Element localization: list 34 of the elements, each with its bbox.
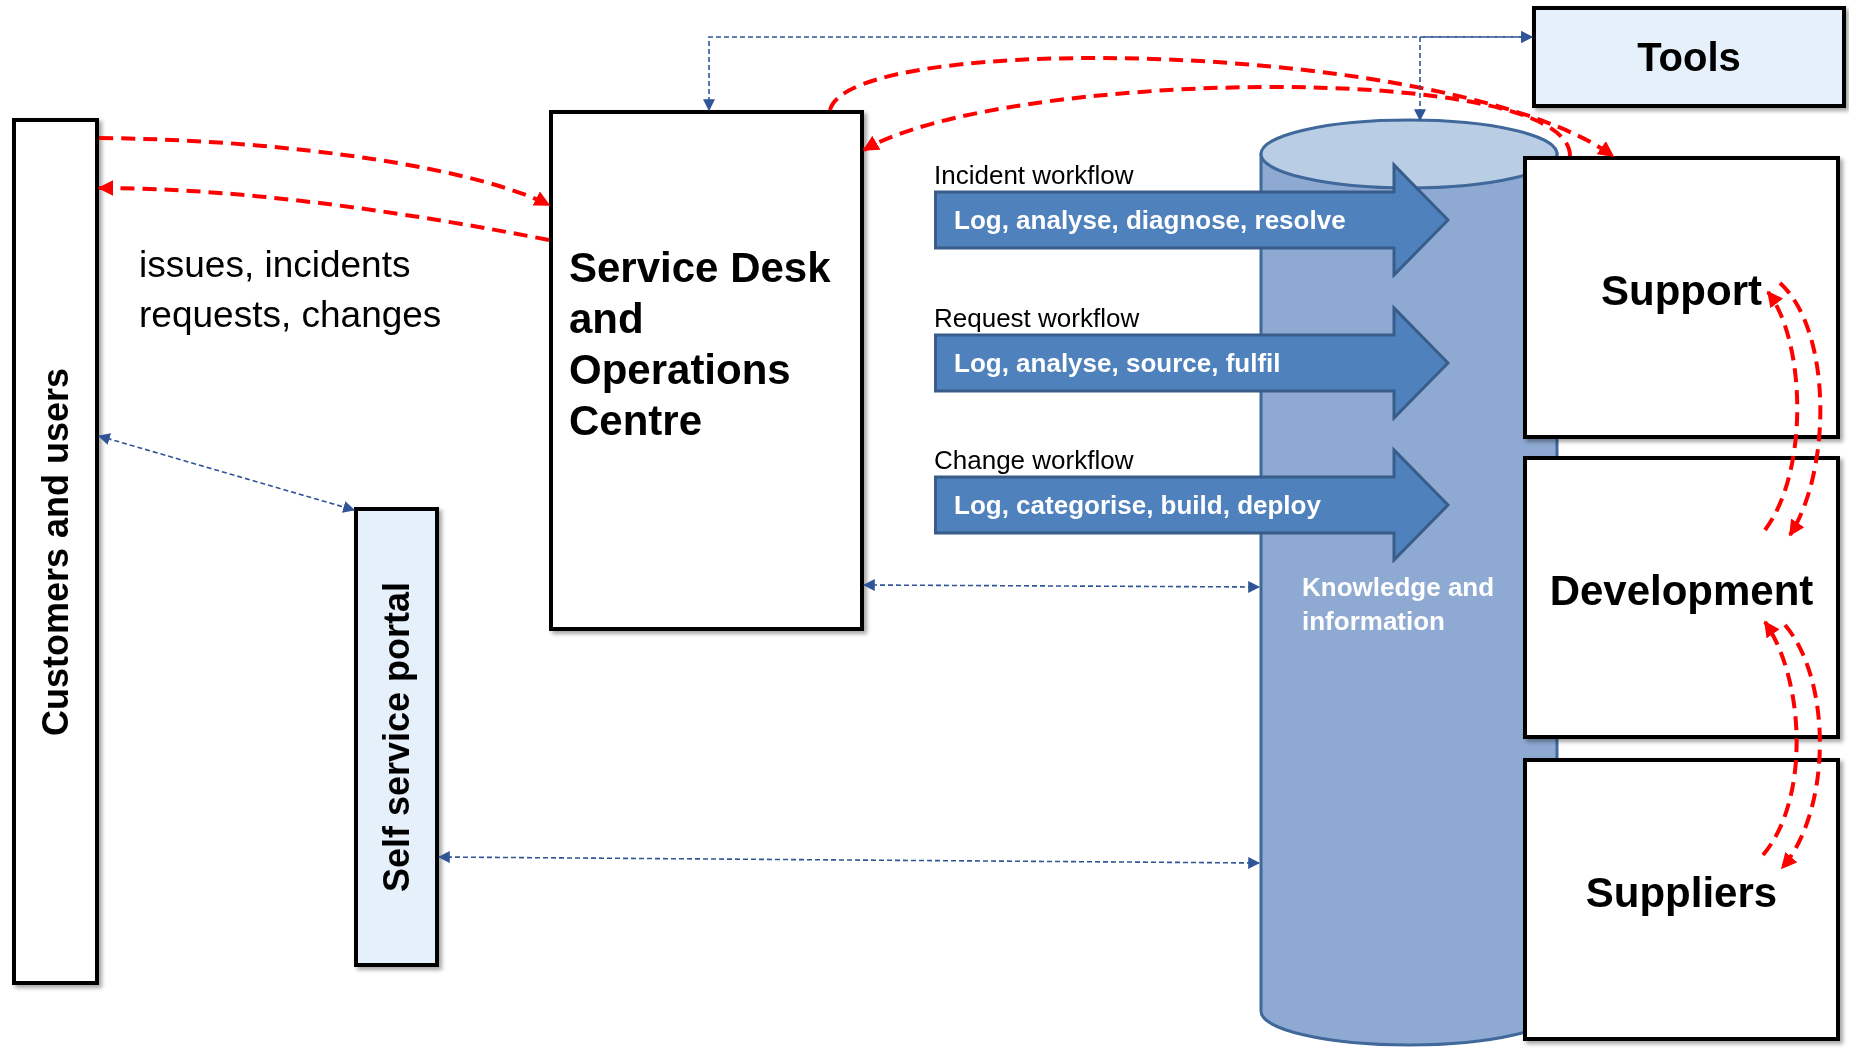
arrow bbox=[1763, 290, 1800, 532]
process-box bbox=[549, 110, 864, 631]
arrow bbox=[98, 136, 551, 207]
double-arrow bbox=[437, 851, 1261, 869]
vertical-box bbox=[354, 507, 439, 967]
arrow bbox=[862, 85, 1572, 157]
arrow bbox=[1780, 623, 1822, 870]
double-arrow bbox=[1414, 31, 1534, 122]
process-box bbox=[1523, 156, 1840, 439]
step-text: Log, analyse, source, fulfil bbox=[954, 347, 1281, 380]
vertical-box bbox=[12, 118, 99, 985]
process-box bbox=[1532, 6, 1846, 108]
process-box bbox=[1523, 456, 1840, 739]
node-label: Suppliers bbox=[1585, 868, 1778, 918]
workflow-heading: Change workflow bbox=[934, 445, 1134, 475]
arrow bbox=[97, 180, 550, 242]
step-text: Log, analyse, diagnose, resolve bbox=[954, 204, 1346, 237]
node-label: Support bbox=[1601, 266, 1762, 316]
double-arrow bbox=[97, 433, 356, 513]
workflow-heading: Incident workflow bbox=[934, 160, 1134, 190]
node-label: Self service portal bbox=[374, 581, 418, 893]
step-text: Log, categorise, build, deploy bbox=[954, 489, 1321, 522]
double-arrow bbox=[862, 579, 1261, 593]
arrow bbox=[1778, 281, 1823, 537]
node-label: Knowledge and information bbox=[1302, 571, 1496, 638]
process-box bbox=[1523, 758, 1840, 1041]
node-label: Development bbox=[1549, 566, 1814, 616]
annotation-text: issues, incidents requests, changes bbox=[139, 243, 443, 337]
arrow bbox=[1761, 620, 1799, 857]
arrow bbox=[828, 56, 1615, 158]
node-label: Service Desk and Operations Centre bbox=[569, 243, 832, 446]
workflow-heading: Request workflow bbox=[934, 303, 1140, 333]
node-label: Tools bbox=[1637, 34, 1741, 81]
node-label: Customers and users bbox=[33, 367, 77, 736]
